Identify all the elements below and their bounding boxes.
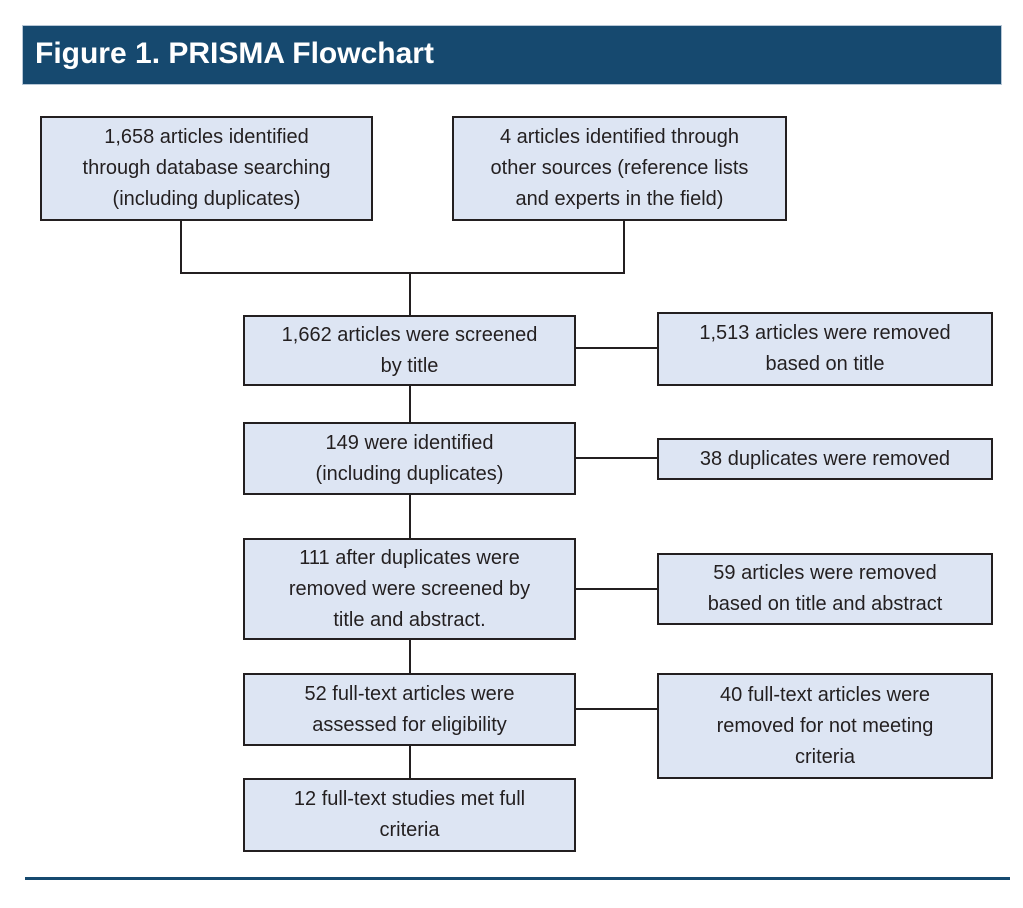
flow-box-identified-database: 1,658 articles identified through databa… <box>40 116 373 221</box>
connector-abstract-to-removed-line <box>576 588 657 590</box>
flow-box-removed-by-title-text: 1,513 articles were removed based on tit… <box>699 322 951 375</box>
flow-box-fulltext-assessed-text: 52 full-text articles were assessed for … <box>304 682 515 736</box>
flow-box-met-full-criteria: 12 full-text studies met full criteria <box>243 778 576 852</box>
flow-box-screened-by-title: 1,662 articles were screened by title <box>243 315 576 386</box>
flow-box-met-full-criteria-text: 12 full-text studies met full criteria <box>293 788 526 841</box>
connector-abstract-to-fulltext-line <box>409 640 411 673</box>
flow-box-removed-title-abstract: 59 articles were removed based on title … <box>657 553 993 625</box>
flow-box-screened-by-title-text: 1,662 articles were screened by title <box>281 323 538 377</box>
figure-title: Figure 1. PRISMA Flowchart <box>35 37 434 70</box>
flow-box-duplicates-removed: 38 duplicates were removed <box>657 438 993 480</box>
flow-box-screened-title-abstract-text: 111 after duplicates were removed were s… <box>288 546 531 631</box>
connector-identified-to-duplicates-line <box>576 457 657 459</box>
connector-fulltext-to-final-line <box>409 746 411 778</box>
flow-box-identified-database-text: 1,658 articles identified through databa… <box>82 126 331 210</box>
flow-box-identified-including-duplicates-text: 149 were identified (including duplicate… <box>315 431 504 485</box>
connector-left-drop-line <box>180 221 182 274</box>
connector-screened-to-removed-line <box>576 347 657 349</box>
figure-title-bar: Figure 1. PRISMA Flowchart <box>22 25 1002 85</box>
flow-box-fulltext-assessed: 52 full-text articles were assessed for … <box>243 673 576 746</box>
flow-box-identified-other-text: 4 articles identified through other sour… <box>490 126 749 210</box>
flow-box-identified-other: 4 articles identified through other sour… <box>452 116 787 221</box>
flow-box-fulltext-removed-text: 40 full-text articles were removed for n… <box>716 683 934 768</box>
flow-box-screened-title-abstract: 111 after duplicates were removed were s… <box>243 538 576 640</box>
flow-box-identified-including-duplicates: 149 were identified (including duplicate… <box>243 422 576 495</box>
flow-box-duplicates-removed-text: 38 duplicates were removed <box>699 447 951 470</box>
connector-right-drop-line <box>623 221 625 274</box>
connector-fulltext-to-removed-line <box>576 708 657 710</box>
connector-merge-horizontal-line <box>180 272 625 274</box>
bottom-rule <box>25 877 1010 880</box>
flow-box-removed-by-title: 1,513 articles were removed based on tit… <box>657 312 993 386</box>
flow-box-fulltext-removed: 40 full-text articles were removed for n… <box>657 673 993 779</box>
connector-identified-to-abstract-line <box>409 495 411 538</box>
connector-merge-to-screened-line <box>409 274 411 315</box>
flow-box-removed-title-abstract-text: 59 articles were removed based on title … <box>707 562 943 615</box>
connector-screened-to-identified-line <box>409 386 411 422</box>
